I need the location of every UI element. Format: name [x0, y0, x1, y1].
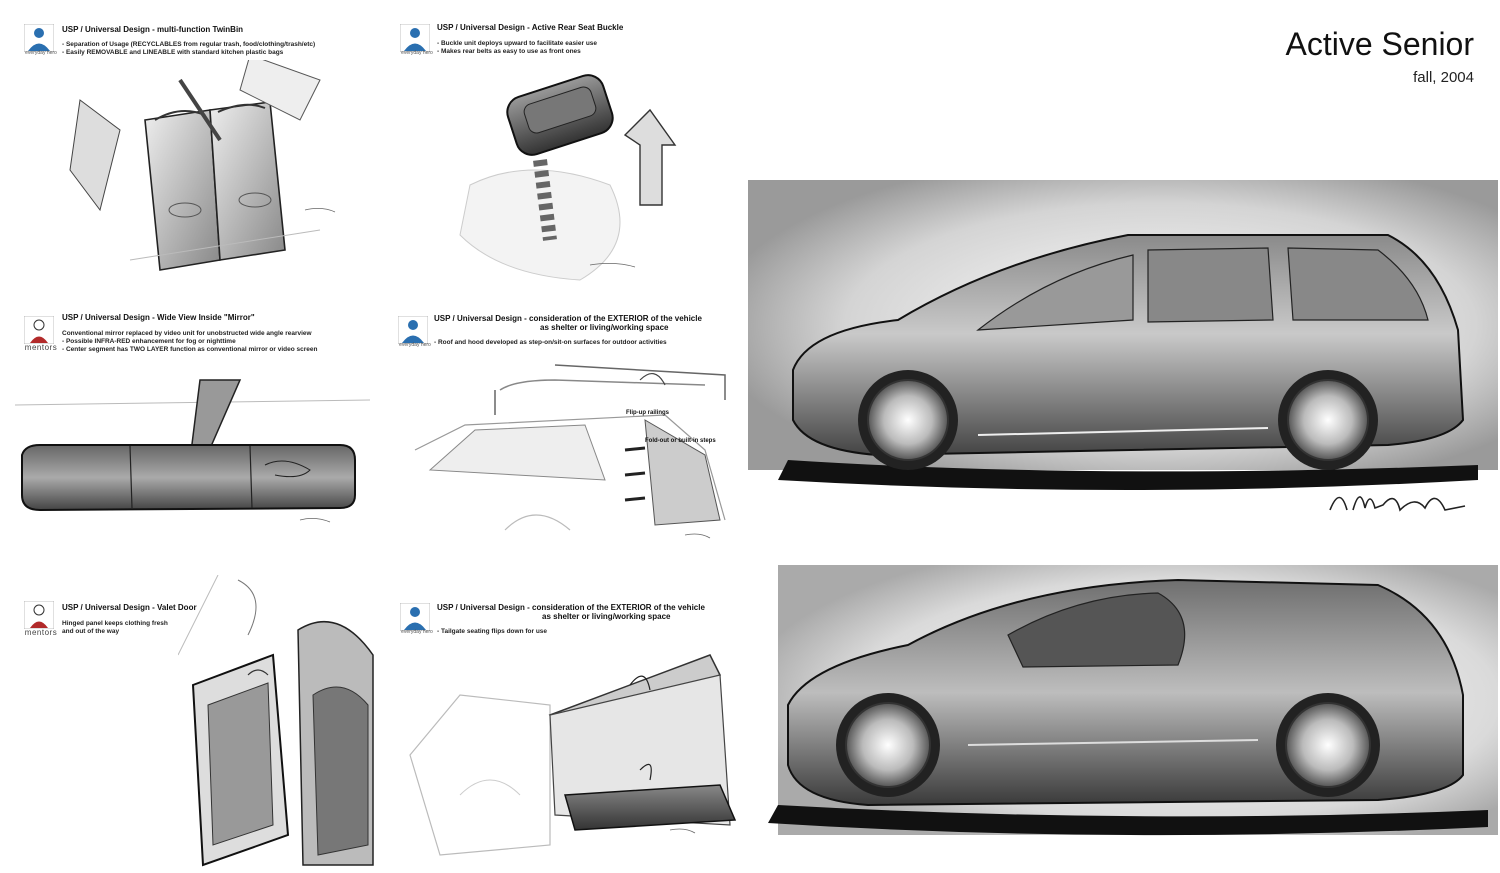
panel-valet-door: mentors USP / Universal Design - Valet D… [0, 575, 380, 873]
tailgate-sketch [409, 654, 737, 856]
panel-rear-seat-buckle: everyday hero USP / Universal Design - A… [380, 0, 740, 290]
persona-caption: mentors [24, 343, 58, 352]
panel-title-line2: as shelter or living/working space [540, 323, 669, 332]
panel-title: USP / Universal Design - Wide View Insid… [62, 313, 255, 322]
persona-caption: everyday hero [399, 342, 431, 348]
seat-buckle-sketch [459, 74, 677, 281]
mentor-avatar: mentors [23, 315, 57, 352]
panel-title: USP / Universal Design - Active Rear Sea… [437, 23, 624, 32]
persona-caption: mentors [24, 628, 58, 637]
panel-title-line2: as shelter or living/working space [542, 612, 671, 621]
signature-mark [1329, 496, 1466, 512]
mentor-person-icon [23, 600, 55, 630]
panel-exterior-roof: everyday hero USP / Universal Design - c… [380, 290, 740, 570]
panel-line: - Separation of Usage (RECYCLABLES from … [62, 41, 316, 48]
car-rendering-top [748, 180, 1498, 490]
panel-title: USP / Universal Design - Valet Door [62, 603, 197, 612]
panel-line: - Center segment has TWO LAYER function … [62, 346, 318, 353]
mentor-avatar: mentors [23, 600, 57, 637]
roof-railings-sketch [414, 364, 726, 539]
panel-line: - Buckle unit deploys upward to facilita… [437, 40, 598, 47]
everyday-hero-avatar: everyday hero [23, 23, 57, 58]
everyday-hero-avatar: everyday hero [399, 602, 433, 637]
panel-line: and out of the way [62, 628, 120, 635]
persona-caption: everyday hero [401, 629, 433, 635]
panel-line: - Makes rear belts as easy to use as fro… [437, 48, 581, 55]
persona-caption: everyday hero [401, 50, 433, 56]
panel-title: USP / Universal Design - multi-function … [62, 25, 244, 34]
person-icon [399, 23, 431, 53]
panel-line: Hinged panel keeps clothing fresh [62, 620, 168, 627]
panel-twinbin: everyday hero USP / Universal Design - m… [0, 0, 380, 290]
mentor-person-icon [23, 315, 55, 345]
twinbin-sketch [69, 60, 336, 271]
page-title: Active Senior [1285, 26, 1474, 62]
mirror-sketch [14, 379, 371, 523]
persona-caption: everyday hero [25, 50, 57, 56]
panel-line: - Easily REMOVABLE and LINEABLE with sta… [62, 49, 284, 56]
panel-tailgate: everyday hero USP / Universal Design - c… [380, 575, 740, 873]
panel-line: - Roof and hood developed as step-on/sit… [434, 339, 667, 346]
fold-out-steps-label: Fold-out or built-in steps [645, 438, 716, 444]
everyday-hero-avatar: everyday hero [399, 23, 433, 58]
panel-wide-view-mirror: mentors USP / Universal Design - Wide Vi… [0, 290, 380, 570]
page-date: fall, 2004 [1413, 69, 1474, 86]
panel-title: USP / Universal Design - consideration o… [434, 314, 702, 323]
person-icon [23, 23, 55, 53]
panel-line: - Possible INFRA-RED enhancement for fog… [62, 338, 236, 345]
everyday-hero-avatar: everyday hero [397, 315, 431, 350]
panel-line: - Tailgate seating flips down for use [437, 628, 548, 635]
valet-door-sketch [178, 575, 374, 867]
panel-line: Conventional mirror replaced by video un… [62, 330, 312, 337]
person-icon [397, 315, 429, 345]
flip-up-railings-label: Flip-up railings [626, 410, 669, 416]
person-icon [399, 602, 431, 632]
car-rendering-bottom [768, 565, 1498, 836]
panel-title: USP / Universal Design - consideration o… [437, 603, 705, 612]
designer-signature [1325, 480, 1475, 524]
